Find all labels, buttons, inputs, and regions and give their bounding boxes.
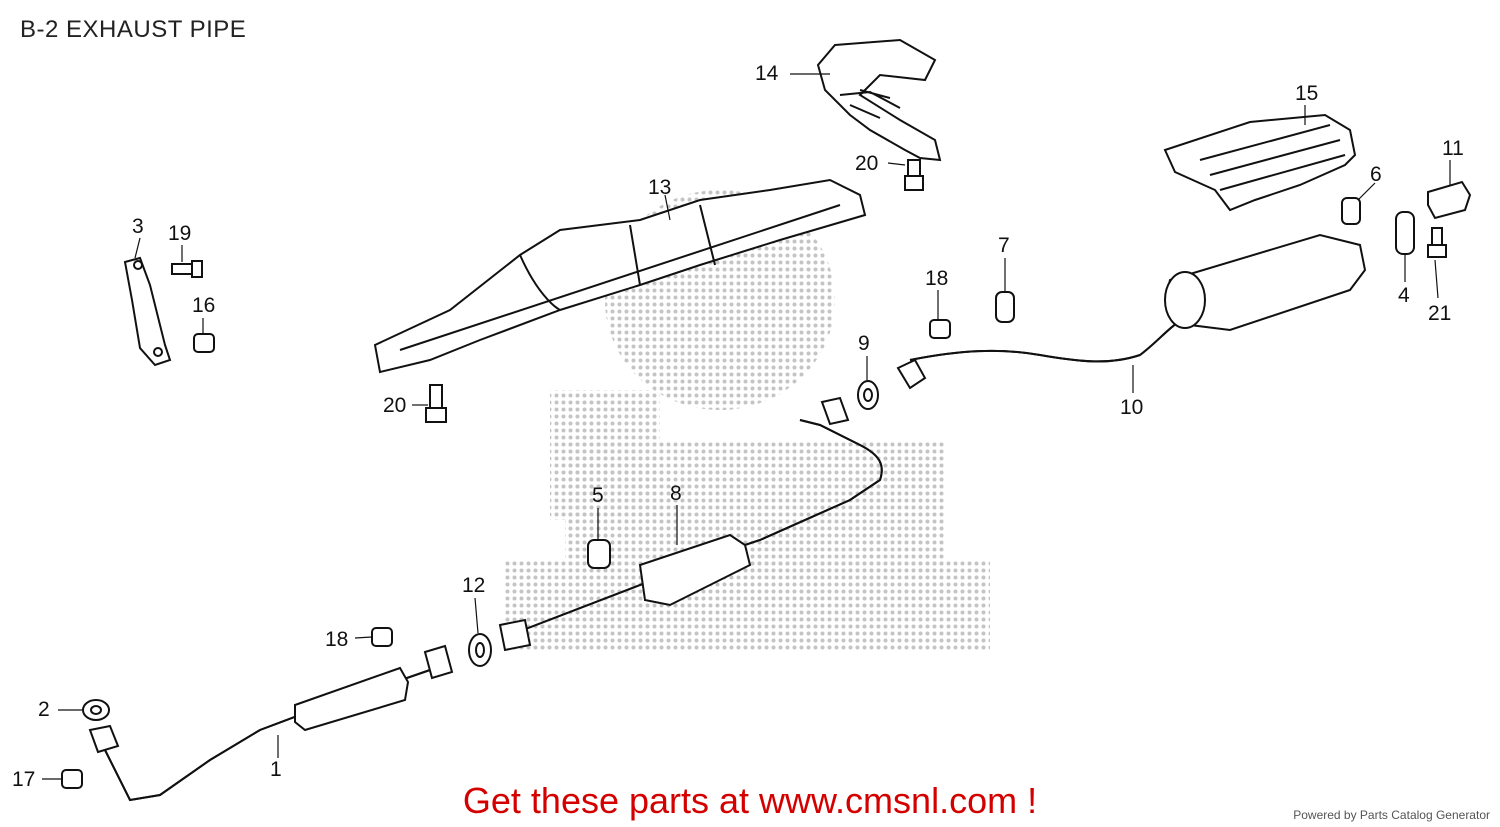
callout-10: 10 xyxy=(1120,396,1143,419)
callout-4: 4 xyxy=(1398,284,1410,307)
part-20-bolt-upper[interactable] xyxy=(904,159,924,191)
part-8-center-pipe[interactable] xyxy=(498,396,883,652)
part-18-nut-upper[interactable] xyxy=(929,319,951,339)
callout-3: 3 xyxy=(132,215,144,238)
part-15-heat-shield[interactable] xyxy=(1163,113,1357,212)
callout-5: 5 xyxy=(592,484,604,507)
callout-19: 19 xyxy=(168,222,191,245)
callout-9: 9 xyxy=(858,332,870,355)
part-20-bolt-lower[interactable] xyxy=(425,384,447,423)
promo-link[interactable]: Get these parts at www.cmsnl.com ! xyxy=(462,780,1038,821)
part-13-heat-shield[interactable] xyxy=(373,178,867,374)
callout-20-upper: 20 xyxy=(855,152,878,175)
part-11-tailpipe-tip[interactable] xyxy=(1427,180,1472,220)
part-9-gasket[interactable] xyxy=(857,380,879,410)
callout-15: 15 xyxy=(1295,82,1318,105)
callout-8: 8 xyxy=(670,482,682,505)
part-3-bracket[interactable] xyxy=(123,256,172,367)
callout-7: 7 xyxy=(998,234,1010,257)
callout-17: 17 xyxy=(12,768,35,791)
callout-13: 13 xyxy=(648,176,671,199)
callout-1: 1 xyxy=(270,758,282,781)
callout-21: 21 xyxy=(1428,302,1451,325)
powered-by-text: Powered by Parts Catalog Generator xyxy=(1293,808,1490,822)
callout-12: 12 xyxy=(462,574,485,597)
callout-18-upper: 18 xyxy=(925,267,948,290)
callout-11: 11 xyxy=(1442,137,1464,160)
part-14-heat-shield[interactable] xyxy=(816,38,942,162)
part-21-bolt[interactable] xyxy=(1427,227,1447,258)
part-10-tailpipe-muffler[interactable] xyxy=(896,233,1367,390)
part-16-nut[interactable] xyxy=(193,333,215,353)
callout-18-lower: 18 xyxy=(325,628,348,651)
part-2-gasket[interactable] xyxy=(82,699,110,721)
part-5-rubber-mount[interactable] xyxy=(587,539,611,569)
callout-20-lower: 20 xyxy=(383,394,406,417)
callouts: 1 2 3 4 5 6 7 8 9 10 11 12 13 14 15 16 1… xyxy=(12,62,1464,791)
leader-lines xyxy=(42,73,1451,780)
callout-6: 6 xyxy=(1370,163,1382,186)
part-7-rubber-mount[interactable] xyxy=(995,291,1015,323)
part-19-bolt[interactable] xyxy=(171,260,203,278)
part-6-rubber-mount[interactable] xyxy=(1341,197,1361,225)
part-4-rubber-mount[interactable] xyxy=(1395,211,1415,255)
diagram-title: B-2 EXHAUST PIPE xyxy=(20,16,247,43)
part-18-nut-lower[interactable] xyxy=(371,627,393,647)
part-1-front-pipe[interactable] xyxy=(88,644,454,802)
callout-14: 14 xyxy=(755,62,779,85)
callout-16: 16 xyxy=(192,294,215,317)
callout-2: 2 xyxy=(38,698,50,721)
part-12-gasket[interactable] xyxy=(468,633,492,667)
